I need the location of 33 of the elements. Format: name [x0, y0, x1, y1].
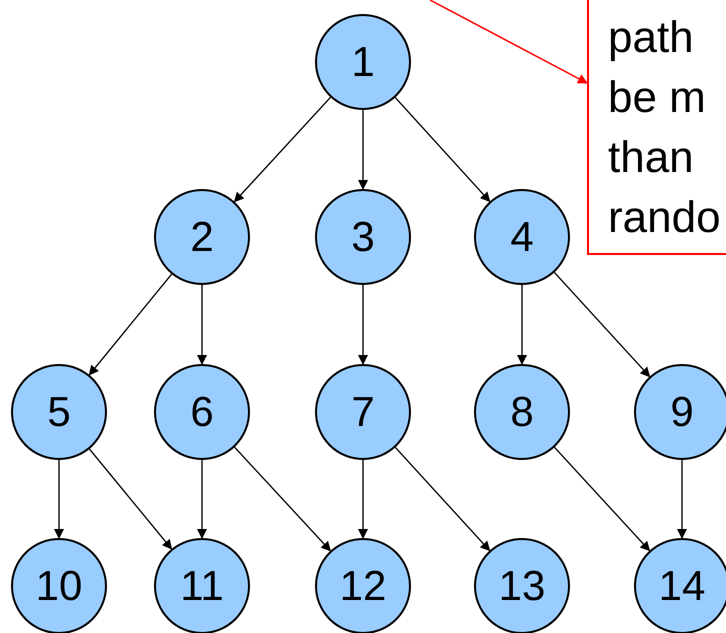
- node-number: 6: [190, 391, 214, 433]
- node-number: 10: [36, 565, 82, 607]
- arrow: [430, 0, 588, 84]
- arrow: [554, 446, 650, 552]
- arrow: [554, 272, 650, 378]
- arrow: [517, 285, 527, 365]
- arrow: [234, 96, 331, 202]
- node-number: 9: [670, 391, 694, 433]
- callout-text: path be m than rando: [608, 12, 722, 244]
- arrow: [88, 448, 172, 550]
- arrow: [234, 446, 332, 552]
- node-number: 2: [190, 216, 214, 258]
- node-number: 13: [498, 565, 546, 607]
- node-number: 14: [658, 565, 706, 607]
- node-number: 4: [510, 216, 534, 258]
- arrow: [394, 447, 490, 552]
- arrow: [677, 460, 687, 539]
- arrow: [358, 285, 368, 365]
- node-number: 12: [340, 565, 386, 607]
- node-number: 5: [47, 391, 71, 433]
- callout-box: [587, 0, 726, 255]
- arrow: [88, 274, 172, 376]
- arrow: [54, 460, 64, 539]
- node-number: 8: [510, 391, 534, 433]
- node-number: 11: [180, 565, 224, 607]
- arrow: [394, 97, 490, 202]
- node-number: 7: [351, 391, 375, 433]
- node-number: 1: [351, 41, 375, 83]
- node-number: 3: [351, 216, 375, 258]
- arrow: [197, 285, 207, 365]
- arrow: [358, 460, 368, 539]
- arrow: [197, 460, 207, 539]
- arrow: [358, 110, 368, 190]
